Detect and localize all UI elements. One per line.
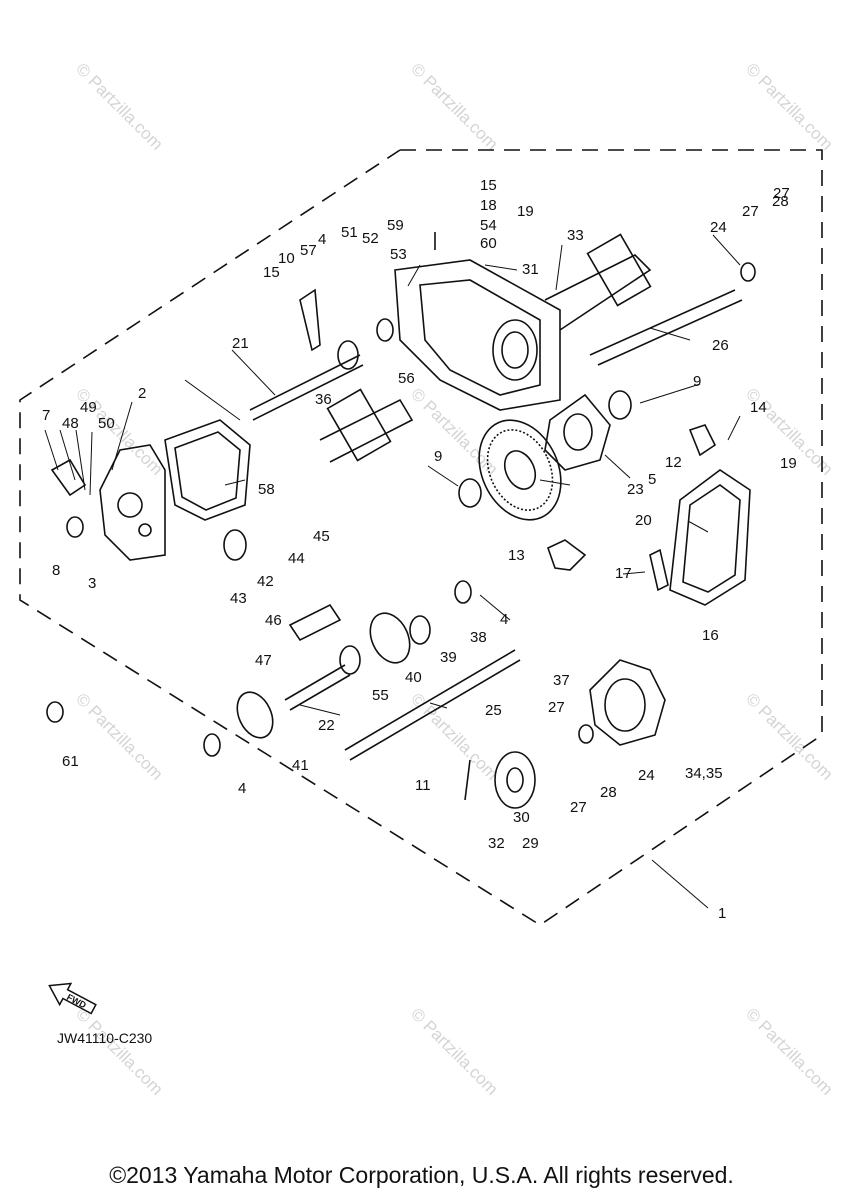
callout-39: 39 [440,649,457,666]
callout-28: 28 [600,784,617,801]
callout-23: 23 [627,481,644,498]
callout-4: 4 [238,780,246,797]
watermark-text: © Partzilla.com [407,59,501,153]
callout-5: 5 [648,471,656,488]
callout-12: 12 [665,454,682,471]
callout-47: 47 [255,652,272,669]
callout-26: 26 [712,337,729,354]
callout-7: 7 [42,407,50,424]
callout-19: 19 [517,203,534,220]
callout-15: 15 [480,177,497,194]
callout-15: 15 [263,264,280,281]
callout-1: 1 [718,905,726,922]
callout-48: 48 [62,415,79,432]
drawing-code: JW41110-C230 [57,1030,153,1046]
forward-arrow-icon: FWD [48,982,97,1015]
callout-45: 45 [313,528,330,545]
callout-50: 50 [98,415,115,432]
callout-33: 33 [567,227,584,244]
callout-53: 53 [390,246,407,263]
callout-51: 51 [341,224,358,241]
callout-27: 27 [742,203,759,220]
callout-31: 31 [522,261,539,278]
watermark-text: © Partzilla.com [742,1004,836,1098]
callout-17: 17 [615,565,632,582]
callout-2: 2 [138,385,146,402]
callout-11: 11 [415,777,431,794]
callout-22: 22 [318,717,335,734]
watermark-text: © Partzilla.com [72,59,166,153]
callout-40: 40 [405,669,422,686]
callout-14: 14 [750,399,767,416]
watermark-text: © Partzilla.com [407,1004,501,1098]
callout-32: 32 [488,835,505,852]
assembly-boundary [19,149,823,926]
callout-34-35: 34,35 [685,765,723,782]
callout-28: 28 [772,193,789,210]
callout-56: 56 [398,370,415,387]
callout-27: 27 [570,799,587,816]
callout-55: 55 [372,687,389,704]
callout-4: 4 [318,231,326,248]
watermark-text: © Partzilla.com [742,59,836,153]
callout-59: 59 [387,217,404,234]
callout-9: 9 [434,448,442,465]
callout-36: 36 [315,391,332,408]
callout-58: 58 [258,481,275,498]
callout-27: 27 [548,699,565,716]
callout-3: 3 [88,575,96,592]
callout-42: 42 [257,573,274,590]
callout-20: 20 [635,512,652,529]
callout-44: 44 [288,550,305,567]
callout-13: 13 [508,547,525,564]
callout-52: 52 [362,230,379,247]
callout-46: 46 [265,612,282,629]
callout-43: 43 [230,590,247,607]
callout-10: 10 [278,250,295,267]
callout-27: 27 [773,185,790,202]
watermark-layer: © Partzilla.com © Partzilla.com © Partzill… [72,59,836,1098]
callout-24: 24 [710,219,727,236]
callout-9: 9 [693,373,701,390]
leader-lines [44,234,741,909]
callout-19: 19 [780,455,797,472]
callout-21: 21 [232,335,249,352]
callout-37: 37 [553,672,570,689]
callout-25: 25 [485,702,502,719]
callout-16: 16 [702,627,719,644]
parts-artwork [46,232,756,809]
callout-49: 49 [80,399,97,416]
watermark-text: © Partzilla.com [72,1004,166,1098]
watermark-text: © Partzilla.com [72,689,166,783]
callout-60: 60 [480,235,497,252]
callout-61: 61 [62,753,79,770]
callout-30: 30 [513,809,530,826]
callout-4: 4 [500,611,508,628]
callout-29: 29 [522,835,539,852]
callout-8: 8 [52,562,60,579]
callout-57: 57 [300,242,317,259]
callout-38: 38 [470,629,487,646]
callout-18: 18 [480,197,497,214]
copyright-notice: ©2013 Yamaha Motor Corporation, U.S.A. A… [109,1162,734,1188]
callout-41: 41 [292,757,309,774]
callout-54: 54 [480,217,497,234]
callout-24: 24 [638,767,655,784]
